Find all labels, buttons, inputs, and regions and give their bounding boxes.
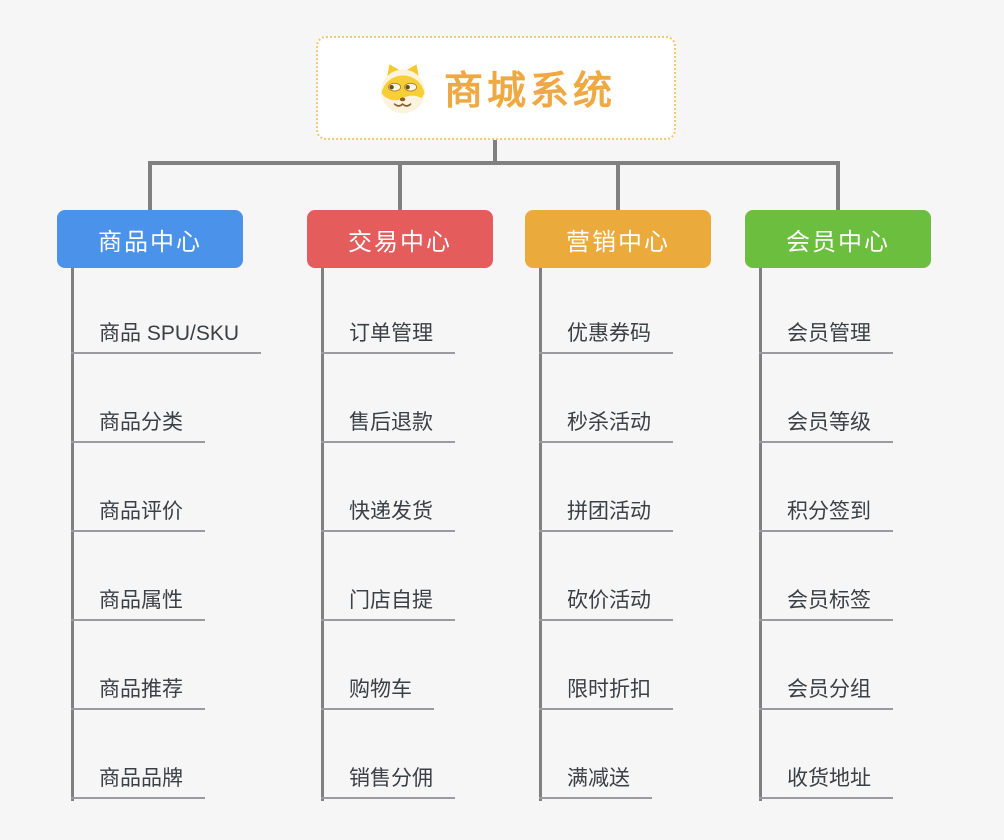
topic-item[interactable]: 砍价活动	[539, 585, 673, 621]
trunk-line	[759, 268, 762, 801]
topic-item[interactable]: 商品评价	[71, 496, 205, 532]
connector-horizontal	[148, 161, 840, 165]
topic-item[interactable]: 秒杀活动	[539, 407, 673, 443]
branch-label: 商品中心	[98, 228, 202, 256]
connector-branch-drop	[398, 161, 402, 210]
topic-item[interactable]: 快递发货	[321, 496, 455, 532]
topic-item[interactable]: 会员分组	[759, 674, 893, 710]
topic-item[interactable]: 商品推荐	[71, 674, 205, 710]
topic-item[interactable]: 拼团活动	[539, 496, 673, 532]
connector-root-stub	[493, 140, 497, 165]
dog-face-icon	[381, 64, 425, 114]
connector-branch-drop	[148, 161, 152, 210]
topic-item[interactable]: 门店自提	[321, 585, 455, 621]
branch-label: 营销中心	[566, 228, 670, 256]
topic-item[interactable]: 会员管理	[759, 318, 893, 354]
topic-item[interactable]: 商品属性	[71, 585, 205, 621]
trunk-line	[321, 268, 324, 801]
topic-item[interactable]: 购物车	[321, 674, 434, 710]
topic-item[interactable]: 商品分类	[71, 407, 205, 443]
trunk-line	[539, 268, 542, 801]
root-title: 商城系统	[443, 70, 616, 113]
topic-item[interactable]: 商品 SPU/SKU	[71, 318, 262, 354]
branch-label: 会员中心	[786, 228, 890, 256]
branch-label: 交易中心	[348, 228, 452, 256]
topic-item[interactable]: 商品品牌	[71, 763, 205, 799]
root-node[interactable]: 商城系统	[316, 36, 676, 140]
topic-item[interactable]: 限时折扣	[539, 674, 673, 710]
topic-item[interactable]: 售后退款	[321, 407, 455, 443]
topic-item[interactable]: 销售分佣	[321, 763, 455, 799]
topic-item[interactable]: 订单管理	[321, 318, 455, 354]
trunk-line	[71, 268, 74, 801]
topic-item[interactable]: 会员标签	[759, 585, 893, 621]
connector-branch-drop	[616, 161, 620, 210]
branch-node[interactable]: 会员中心	[745, 210, 931, 268]
connector-branch-drop	[836, 161, 840, 210]
topic-item[interactable]: 满减送	[539, 763, 652, 799]
branch-node[interactable]: 商品中心	[57, 210, 243, 268]
topic-item[interactable]: 收货地址	[759, 763, 893, 799]
branch-node[interactable]: 营销中心	[525, 210, 711, 268]
topic-item[interactable]: 会员等级	[759, 407, 893, 443]
topic-item[interactable]: 优惠券码	[539, 318, 673, 354]
topic-item[interactable]: 积分签到	[759, 496, 893, 532]
branch-node[interactable]: 交易中心	[307, 210, 493, 268]
